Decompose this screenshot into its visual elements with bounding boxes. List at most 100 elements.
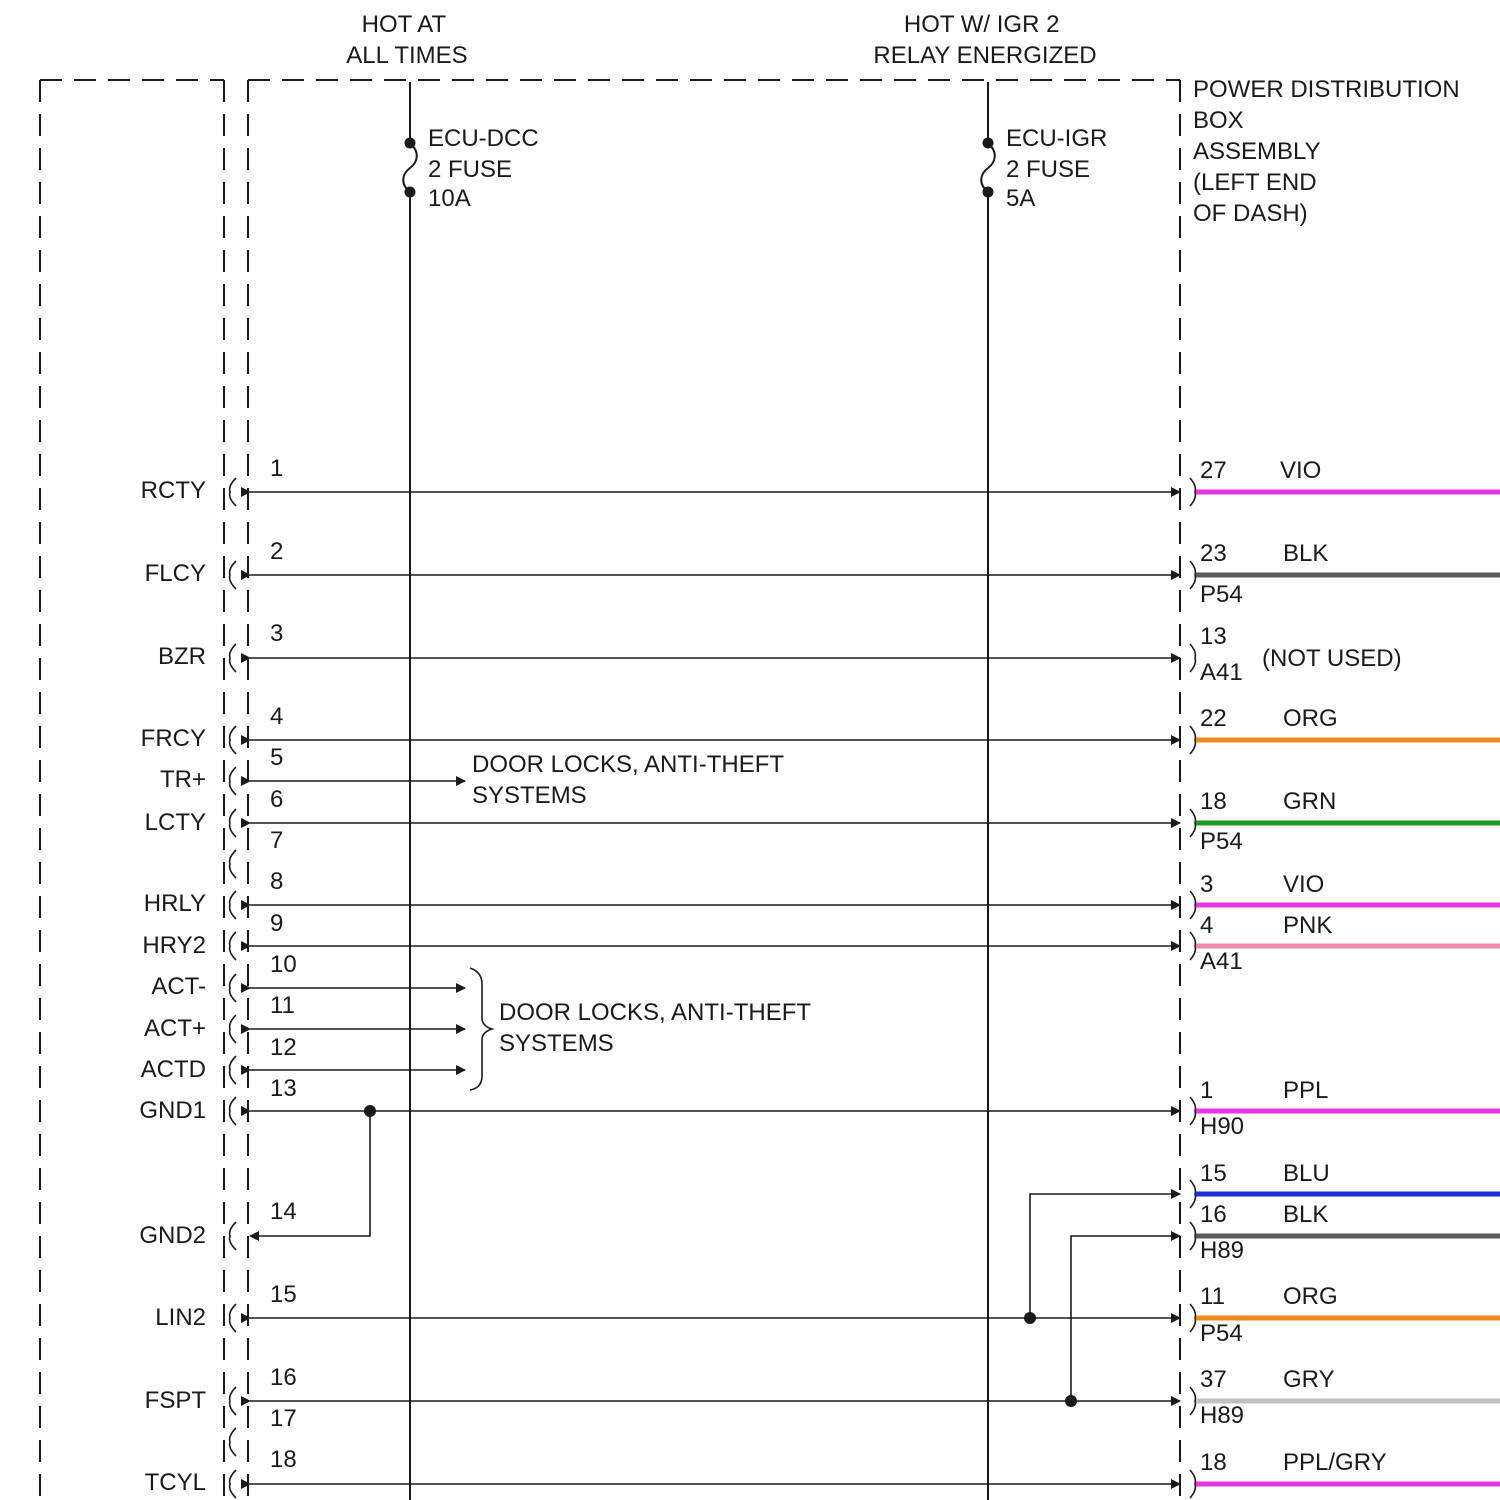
pin-name-act-plus: ACT+	[144, 1015, 206, 1042]
right-pin-number: 37	[1200, 1366, 1227, 1393]
connector-id-p54: P54	[1200, 1320, 1243, 1347]
left-connector-pin-10	[230, 974, 236, 1002]
right-pin-number: 18	[1200, 1449, 1227, 1476]
pin-name-tcyl: TCYL	[145, 1469, 206, 1496]
connector-id-p54: P54	[1200, 828, 1243, 855]
pin-name-lin2: LIN2	[155, 1304, 206, 1331]
pin-number: 11	[270, 992, 295, 1019]
left-connector-pin-8	[230, 891, 236, 919]
pin-name-lcty: LCTY	[145, 809, 206, 836]
right-pin-number: 27	[1200, 457, 1227, 484]
pin-name-bzr: BZR	[158, 643, 206, 670]
right-connector-pin-15	[1190, 1180, 1195, 1208]
splice-gnd	[364, 1105, 376, 1117]
left-connector-pin-16	[230, 1387, 236, 1415]
right-pin-number: 16	[1200, 1201, 1227, 1228]
right-pin-number: 1	[1200, 1077, 1213, 1104]
pin-number: 13	[270, 1075, 297, 1102]
pin-number: 14	[270, 1198, 297, 1225]
wire-color-label: GRN	[1283, 788, 1336, 815]
wire-lin2-branch	[1030, 1194, 1180, 1318]
fuse-ecu-dcc2: ECU-DCC 2 FUSE 10A	[402, 125, 545, 212]
pdb-wires	[250, 492, 1180, 1484]
right-connector-pin-13	[1190, 644, 1195, 672]
left-connector-pin-17	[230, 1428, 236, 1456]
left-connector-pin-2	[230, 561, 236, 589]
wire-color-label: BLK	[1283, 1201, 1328, 1228]
fuse-ecu-igr2-label: ECU-IGR 2 FUSE 5A	[1006, 125, 1114, 212]
connector-id-p54: P54	[1200, 581, 1243, 608]
pin-number: 4	[270, 703, 283, 730]
wire-color-label: PPL	[1283, 1077, 1328, 1104]
right-pin-number: 18	[1200, 788, 1227, 815]
right-pin-number: 11	[1200, 1283, 1225, 1310]
right-connector-pin-18	[1190, 1470, 1195, 1498]
fuse-ecu-dcc2-label: ECU-DCC 2 FUSE 10A	[428, 125, 545, 212]
connector-id-h89: H89	[1200, 1402, 1244, 1429]
left-pin-names: RCTY FLCY BZR FRCY TR+ LCTY HRLY HRY2 AC…	[139, 477, 206, 1496]
left-connector-pin-13	[230, 1097, 236, 1125]
pin-name-gnd1: GND1	[139, 1097, 206, 1124]
wire-color-label: ORG	[1283, 1283, 1338, 1310]
right-pin-number: 15	[1200, 1160, 1227, 1187]
pin-number: 2	[270, 538, 283, 565]
right-pin-number: 4	[1200, 912, 1213, 939]
pin-number: 5	[270, 744, 283, 771]
pin-name-hrly: HRLY	[144, 890, 206, 917]
pin-name-gnd2: GND2	[139, 1222, 206, 1249]
power-distribution-box-outline	[248, 80, 1180, 1500]
right-connector-pin-16	[1190, 1222, 1195, 1250]
pin-number: 17	[270, 1405, 297, 1432]
pin-number: 8	[270, 868, 283, 895]
pin-name-act-minus: ACT-	[151, 973, 206, 1000]
left-connector-pin-11	[230, 1015, 236, 1043]
left-connector-pin-6	[230, 809, 236, 837]
wire-color-label: ORG	[1283, 705, 1338, 732]
left-connector-pin-5	[230, 767, 236, 795]
left-connector-pin-4	[230, 726, 236, 754]
left-connector-pin-15	[230, 1304, 236, 1332]
right-connector-pin-3	[1190, 891, 1195, 919]
pin-number: 6	[270, 786, 283, 813]
left-connector-pin-18	[230, 1470, 236, 1498]
pin-name-rcty: RCTY	[141, 477, 206, 504]
door-locks-reference-2: DOOR LOCKS, ANTI-THEFT SYSTEMS	[499, 999, 817, 1057]
right-pin-number: 23	[1200, 540, 1227, 567]
pin-number: 16	[270, 1364, 297, 1391]
hot-with-igr2-label: HOT W/ IGR 2 RELAY ENERGIZED	[873, 11, 1096, 69]
right-connector-symbols	[1190, 478, 1195, 1498]
door-locks-brace	[470, 968, 492, 1090]
pin-number: 12	[270, 1034, 297, 1061]
wire-color-label: BLK	[1283, 540, 1328, 567]
pin-number: 15	[270, 1281, 297, 1308]
right-connector-pin-11	[1190, 1304, 1195, 1332]
right-connector-pin-18	[1190, 809, 1195, 837]
left-connector-pin-1	[230, 478, 236, 506]
fuse-ecu-igr2: ECU-IGR 2 FUSE 5A	[980, 125, 1114, 212]
right-connector-pin-23	[1190, 561, 1195, 589]
wire-color-label: PPL/GRY	[1283, 1449, 1387, 1476]
right-connector-pin-37	[1190, 1387, 1195, 1415]
connector-id-h90: H90	[1200, 1113, 1244, 1140]
left-connector-pin-12	[230, 1056, 236, 1084]
wire-gnd2	[250, 1111, 370, 1236]
right-pin-number: 3	[1200, 871, 1213, 898]
hot-at-all-times-label: HOT AT ALL TIMES	[346, 11, 467, 69]
splice-lin2	[1024, 1312, 1036, 1324]
pin-name-flcy: FLCY	[145, 560, 206, 587]
right-connector-pin-1	[1190, 1097, 1195, 1125]
wire-color-label: VIO	[1283, 871, 1324, 898]
connector-id-a41: A41	[1200, 659, 1243, 686]
right-connector-pin-22	[1190, 726, 1195, 754]
splice-fspt	[1065, 1395, 1077, 1407]
wire-color-label: PNK	[1283, 912, 1332, 939]
wire-color-label: VIO	[1280, 457, 1321, 484]
pin-number: 18	[270, 1446, 297, 1473]
right-connector-pin-27	[1190, 478, 1195, 506]
pin-name-fspt: FSPT	[145, 1387, 207, 1414]
pin-number: 1	[270, 455, 283, 482]
right-pin-number: 13	[1200, 623, 1227, 650]
door-locks-reference-1: DOOR LOCKS, ANTI-THEFT SYSTEMS	[472, 751, 790, 809]
pin-number: 9	[270, 910, 283, 937]
